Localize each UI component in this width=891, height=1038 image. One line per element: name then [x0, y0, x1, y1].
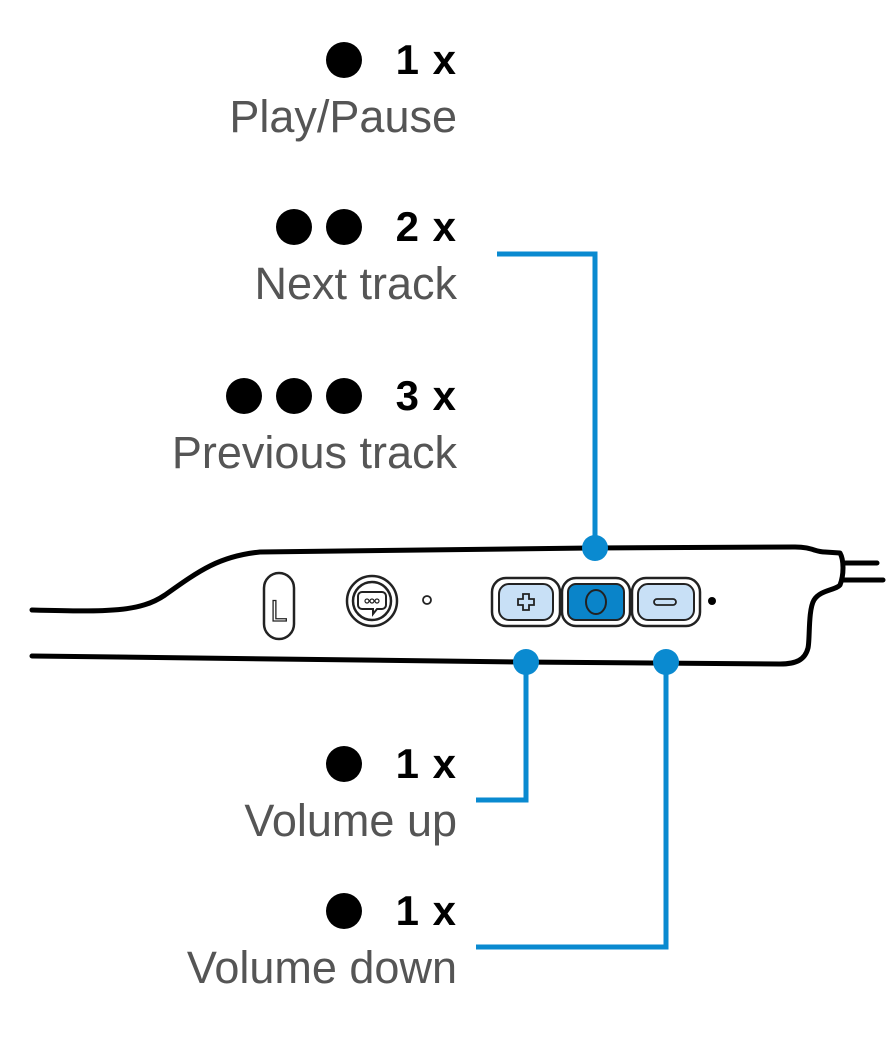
action-label: Next track [254, 258, 457, 309]
action-volume-down: 1 x Volume down [187, 886, 457, 994]
connector-lines [476, 251, 669, 950]
press-dot-icon [275, 209, 312, 245]
action-label: Previous track [171, 427, 457, 478]
press-count: 1 x [395, 887, 457, 934]
press-dot-icon [325, 42, 362, 78]
svg-text:L: L [271, 595, 288, 628]
microphone-hole-icon [422, 595, 432, 605]
press-count: 1 x [395, 740, 457, 787]
connector-volume-up [476, 662, 529, 803]
press-count: 2 x [395, 203, 457, 250]
action-volume-up: 1 x Volume up [244, 739, 457, 847]
circle-icon [585, 589, 607, 615]
device-body [29, 544, 886, 667]
connector-volume-down [476, 662, 669, 950]
anchor-dots [513, 535, 679, 675]
anchor-dot-center [582, 535, 608, 561]
press-count: 3 x [395, 372, 457, 419]
press-dot-icon [325, 378, 362, 414]
press-count: 1 x [395, 36, 457, 83]
side-marker-L: L [262, 571, 296, 641]
play-pause-button[interactable] [560, 576, 632, 628]
action-previous-track: 3 x Previous track [172, 371, 457, 479]
action-label: Volume up [244, 795, 457, 846]
action-label: Volume down [186, 942, 457, 993]
anchor-dot-plus [513, 649, 539, 675]
volume-down-button[interactable] [630, 576, 702, 628]
plus-icon [517, 593, 535, 611]
anchor-dot-minus [653, 649, 679, 675]
action-label: Play/Pause [229, 91, 457, 142]
minus-icon [653, 598, 677, 606]
press-dot-icon [275, 378, 312, 414]
press-dot-icon [225, 378, 262, 414]
assistant-button[interactable] [345, 574, 399, 628]
press-dot-icon [325, 209, 362, 245]
action-next-track: 2 x Next track [254, 202, 457, 310]
press-dot-icon [325, 893, 362, 929]
volume-up-button[interactable] [490, 576, 562, 628]
connector-next-track [497, 251, 598, 548]
press-dot-icon [325, 746, 362, 782]
led-indicator-icon [708, 597, 716, 605]
action-play-pause: 1 x Play/Pause [229, 35, 457, 143]
